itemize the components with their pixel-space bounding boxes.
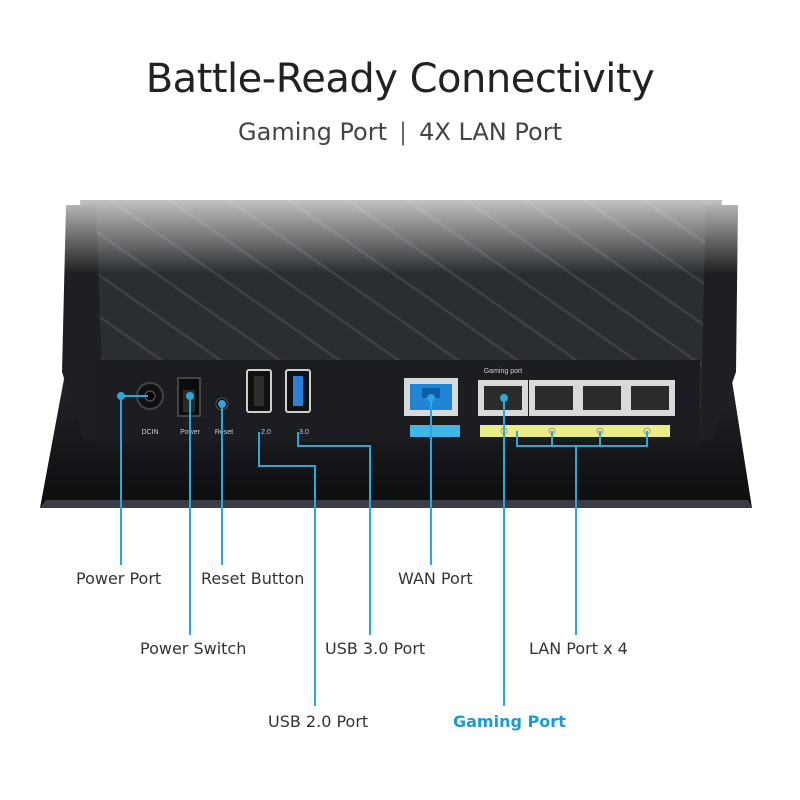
callout-power-port: Power Port [76,569,162,588]
callout-power-switch: Power Switch [140,639,247,658]
callout-lan-port: LAN Port x 4 [529,639,628,658]
subtitle-separator: | [399,118,408,146]
callout-usb3-port: USB 3.0 Port [325,639,426,658]
callout-gaming-port: Gaming Port [453,712,566,731]
silk-gaming-port: Gaming port [484,368,523,375]
callout-line-usb3 [297,432,371,635]
callout-line-power-port [120,395,148,565]
wan-color-strip [410,425,460,437]
callout-line-lan [516,431,648,635]
silk-usb3: 3.0 [299,429,309,436]
silk-usb2: 2.0 [261,429,271,436]
page-title: Battle-Ready Connectivity [145,56,655,102]
subtitle-gaming-port: Gaming Port [238,118,388,146]
callout-usb2-port: USB 2.0 Port [268,712,369,731]
subtitle-lan-port: 4X LAN Port [419,118,562,146]
router-stand-edge [40,500,752,508]
callout-reset-button: Reset Button [201,569,305,588]
callout-line-usb2 [258,432,316,706]
callout-wan-port: WAN Port [398,569,473,588]
callout-lines [117,392,648,706]
lan-color-strip [480,425,670,437]
silk-reset: Reset [215,429,233,436]
page-subtitle: Gaming Port | 4X LAN Port [0,118,800,146]
silk-dcin: DCIN [141,429,158,436]
